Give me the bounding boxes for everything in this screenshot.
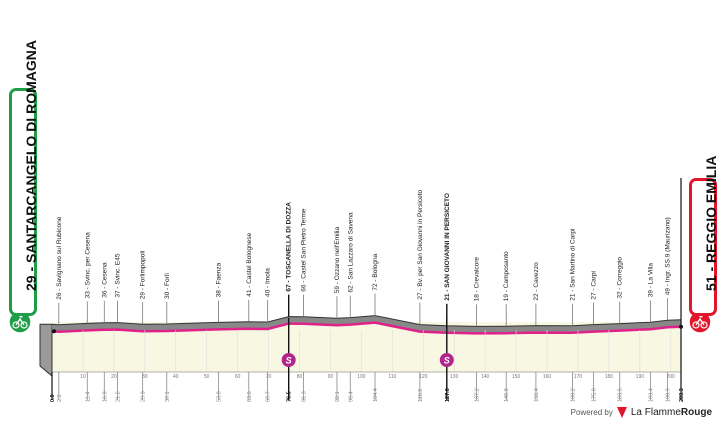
flamme-rouge-logo-icon bbox=[616, 407, 627, 418]
waypoint-label: 21 - SAN GIOVANNI IN PERSICETO bbox=[444, 193, 451, 301]
km-label: 69.7 bbox=[266, 391, 272, 402]
credit-prefix: Powered by bbox=[570, 408, 613, 417]
x-tick-label: 20 bbox=[111, 374, 117, 380]
x-tick-label: 110 bbox=[388, 374, 396, 380]
km-label: 11.4 bbox=[85, 392, 91, 402]
start-label: 29 - SANTARCANGELO DI ROMAGNA bbox=[23, 40, 39, 291]
profile-top-line bbox=[51, 315, 682, 327]
km-label: 137.2 bbox=[474, 388, 480, 402]
waypoint-label: 18 - Crevalcore bbox=[473, 257, 480, 302]
km-label: 16.9 bbox=[102, 391, 108, 402]
waypoint-label: 62 - San Lazzaro di Savena bbox=[347, 212, 354, 293]
x-tick-label: 100 bbox=[357, 374, 366, 380]
waypoint-label: 30 - Forlì bbox=[164, 273, 171, 299]
wheel bbox=[20, 321, 28, 329]
x-tick-label: 170 bbox=[574, 374, 583, 380]
km-label: 96.4 bbox=[348, 391, 354, 402]
waypoint-label: 21 - San Martino di Carpi bbox=[569, 229, 576, 301]
waypoint-label: 27 - Carpi bbox=[590, 271, 597, 300]
waypoint-label: 37 - Svinc. E45 bbox=[115, 253, 122, 297]
finish-dot bbox=[679, 324, 683, 329]
sprint-icon-label: S bbox=[286, 356, 292, 366]
waypoint-label: 36 - Cesena bbox=[101, 262, 108, 298]
km-label: 0.0 bbox=[50, 394, 56, 402]
finish-label: 51 - REGGIO EMILIA bbox=[703, 155, 719, 291]
x-tick-label: 10 bbox=[80, 374, 86, 380]
x-tick-label: 160 bbox=[543, 374, 552, 380]
x-tick-label: 150 bbox=[512, 374, 521, 380]
km-label: 37.1 bbox=[165, 391, 171, 402]
km-label: 118.9 bbox=[418, 389, 424, 402]
rider-body bbox=[15, 317, 25, 326]
waypoint-label: 40 - Imola bbox=[265, 268, 272, 297]
waypoint-label: 67 - TOSCANELLA DI DOZZA bbox=[286, 202, 293, 292]
waypoint-label: 41 - Castel Bolognese bbox=[246, 232, 253, 296]
km-label: 2.2 bbox=[57, 394, 63, 402]
waypoint-label: 22 - Cavezzo bbox=[533, 262, 540, 301]
km-label: 156.4 bbox=[534, 388, 540, 402]
waypoint-label: 49 - Ingr. SS.9 (Maurizano) bbox=[664, 217, 671, 295]
x-tick-label: 50 bbox=[204, 374, 210, 380]
waypoint-label: 19 - Camposanto bbox=[503, 251, 510, 301]
waypoint-label: 38 - Faenza bbox=[215, 262, 222, 297]
km-label: 203.3 bbox=[679, 388, 685, 402]
x-tick-label: 30 bbox=[142, 374, 148, 380]
finish-cyclist-icon bbox=[688, 310, 712, 334]
km-label: 29.3 bbox=[141, 391, 147, 402]
x-tick-label: 60 bbox=[235, 374, 241, 380]
wheel bbox=[700, 321, 708, 329]
x-tick-label: 40 bbox=[173, 374, 179, 380]
km-label: 21.2 bbox=[116, 391, 122, 402]
sprint-icon bbox=[281, 353, 296, 367]
waypoint-label: 59 - Ozzano nell'Emilia bbox=[334, 227, 341, 294]
waypoint-label: 39 - La Villa bbox=[647, 263, 654, 298]
sprint-icon-label: S bbox=[444, 356, 450, 366]
waypoint-label: 72 - Bologna bbox=[372, 253, 379, 290]
credit: Powered by La FlammeRouge bbox=[571, 407, 712, 418]
waypoint-label: 29 - Forlimpopoli bbox=[140, 251, 147, 299]
wheel bbox=[692, 321, 700, 329]
x-tick-label: 200 bbox=[667, 374, 676, 380]
waypoint-label: 26 - Savignano sul Rubicone bbox=[56, 216, 63, 299]
wheel bbox=[12, 321, 20, 329]
credit-brand: La FlammeRouge bbox=[630, 407, 712, 418]
km-label: 81.3 bbox=[302, 391, 308, 402]
waypoint-label: 33 - Svinc. per Cesena bbox=[84, 232, 91, 299]
km-label: 104.4 bbox=[373, 388, 379, 402]
x-tick-label: 190 bbox=[636, 374, 645, 380]
km-label: 76.5 bbox=[287, 391, 293, 402]
x-tick-label: 120 bbox=[419, 374, 428, 380]
km-label: 146.8 bbox=[504, 388, 510, 402]
waypoint-label: 27 - Bv. per San Giovanni in Persiceto bbox=[417, 190, 424, 300]
km-label: 53.8 bbox=[216, 391, 222, 402]
km-label: 63.6 bbox=[247, 391, 253, 402]
km-label: 183.5 bbox=[618, 388, 624, 402]
km-label: 168.2 bbox=[570, 388, 576, 402]
sprint-icon bbox=[439, 353, 454, 367]
km-label: 127.6 bbox=[445, 388, 451, 402]
x-tick-label: 70 bbox=[266, 374, 272, 380]
x-tick-label: 180 bbox=[605, 374, 614, 380]
x-tick-label: 140 bbox=[481, 374, 490, 380]
finish-label-box: 51 - REGGIO EMILIA bbox=[689, 156, 719, 316]
rider-body bbox=[695, 317, 705, 326]
waypoint-label: 66 - Castel San Pietro Terme bbox=[301, 208, 308, 292]
km-label: 198.9 bbox=[665, 388, 671, 402]
km-label: 193.4 bbox=[648, 388, 654, 402]
x-tick-label: 90 bbox=[328, 374, 334, 380]
waypoint-label: 32 - Correggio bbox=[617, 257, 624, 299]
km-label: 92.1 bbox=[335, 391, 341, 402]
x-tick-label: 130 bbox=[450, 374, 459, 380]
route-line bbox=[51, 321, 682, 335]
profile-side bbox=[39, 323, 53, 378]
start-label-box: 29 - SANTARCANGELO DI ROMAGNA bbox=[9, 40, 39, 316]
x-tick-label: 80 bbox=[297, 374, 303, 380]
start-dot bbox=[52, 329, 56, 334]
km-label: 175.0 bbox=[591, 388, 597, 402]
